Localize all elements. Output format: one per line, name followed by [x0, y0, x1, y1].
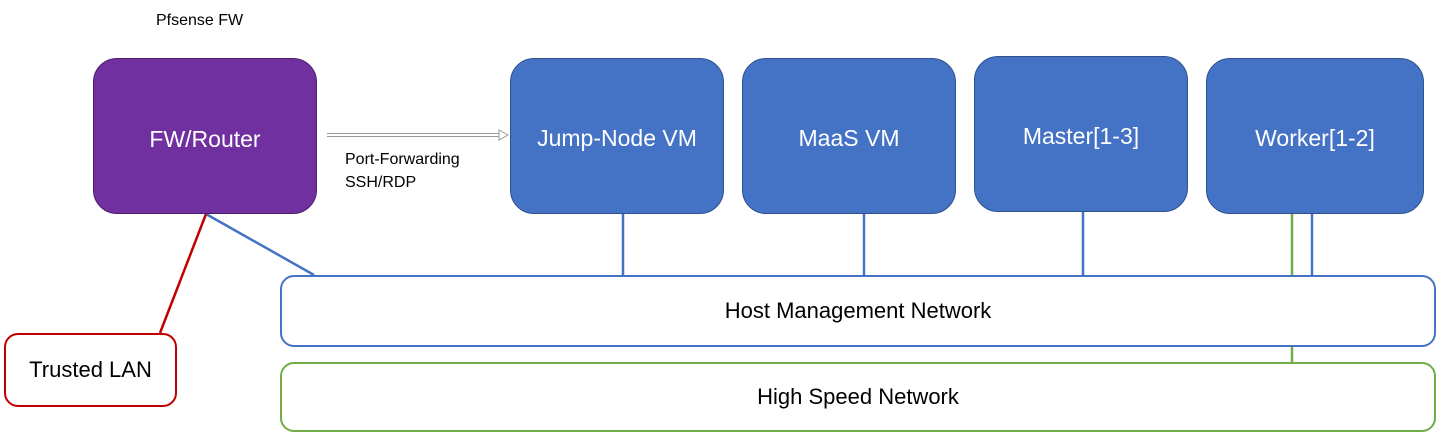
- worker-label: Worker[1-2]: [1255, 125, 1375, 151]
- trusted-lan[interactable]: Trusted LAN: [4, 333, 177, 407]
- maas-label: MaaS VM: [798, 125, 900, 151]
- host-management-label: Host Management Network: [724, 298, 992, 323]
- ssh-rdp-label: SSH/RDP: [345, 174, 417, 191]
- maas-vm[interactable]: MaaS VM: [742, 58, 956, 214]
- port-forwarding-label: Port-Forwarding: [345, 151, 460, 168]
- port-forwarding-arrow: [327, 129, 510, 141]
- worker-nodes[interactable]: Worker[1-2]: [1206, 58, 1424, 214]
- master-label: Master[1-3]: [1022, 123, 1140, 149]
- fw-router-label: FW/Router: [149, 126, 261, 152]
- high-speed-network[interactable]: High Speed Network: [280, 362, 1436, 432]
- pfsense-caption: Pfsense FW: [156, 12, 244, 29]
- router-mgmt-link: [205, 212, 315, 277]
- fw-router-node[interactable]: FW/Router: [93, 58, 317, 214]
- jump-node-vm[interactable]: Jump-Node VM: [510, 58, 724, 214]
- high-speed-label: High Speed Network: [757, 384, 959, 409]
- host-management-network[interactable]: Host Management Network: [280, 275, 1436, 347]
- router-trusted-link: [158, 213, 208, 334]
- jump-node-label: Jump-Node VM: [537, 125, 697, 151]
- master-nodes[interactable]: Master[1-3]: [974, 56, 1188, 212]
- trusted-lan-label: Trusted LAN: [29, 357, 152, 382]
